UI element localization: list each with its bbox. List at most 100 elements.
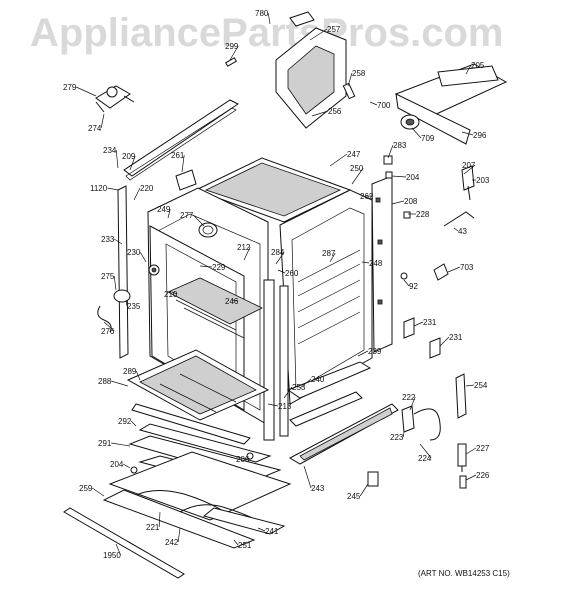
leader-line <box>329 153 348 167</box>
leader-line <box>229 45 239 61</box>
callout-label: 1950 <box>103 551 121 560</box>
leader-line <box>411 127 422 139</box>
leader-line <box>158 511 161 528</box>
leader-line <box>329 252 336 263</box>
leader-line <box>275 251 285 265</box>
callout-label: 254 <box>474 381 488 390</box>
callout-label: 291 <box>98 439 112 448</box>
leader-line <box>181 154 185 173</box>
leader-line <box>277 269 286 274</box>
callout-label: 240 <box>311 375 325 384</box>
callout-label: 212 <box>237 243 251 252</box>
callout-label: 709 <box>421 134 435 143</box>
rear-bracket-assembly <box>394 63 508 145</box>
callout-label: 227 <box>476 444 490 453</box>
leader-line <box>465 447 477 455</box>
callout-label: 259 <box>79 484 93 493</box>
leader-line <box>347 72 353 87</box>
callout-label: 260 <box>285 269 299 278</box>
callout-label: 204 <box>110 460 124 469</box>
leader-line <box>413 321 424 327</box>
callout-label: 242 <box>165 538 179 547</box>
callout-label: 261 <box>171 151 185 160</box>
leader-line <box>123 463 131 469</box>
leader-line <box>243 246 251 261</box>
leader-line <box>133 187 141 201</box>
callout-label: 210 <box>164 290 178 299</box>
callout-label: 204 <box>406 173 420 182</box>
leader-line <box>167 208 171 219</box>
leader-line <box>465 474 477 481</box>
leader-line <box>465 64 472 75</box>
callout-label: 277 <box>180 211 194 220</box>
callout-label: 275 <box>101 272 115 281</box>
leader-line <box>125 299 128 307</box>
callout-label: 283 <box>393 141 407 150</box>
right-small-parts <box>130 82 475 489</box>
leader-line <box>369 101 378 106</box>
callout-label: 241 <box>265 527 279 536</box>
leader-line <box>361 261 370 264</box>
leader-line <box>351 167 364 185</box>
leader-line <box>409 396 416 411</box>
callout-label: 243 <box>311 484 325 493</box>
callout-label: 1120 <box>90 184 108 193</box>
leader-line <box>309 28 328 41</box>
callout-label: 250 <box>350 164 364 173</box>
leader-line <box>257 527 266 532</box>
callout-label: 207 <box>462 161 476 170</box>
leader-line <box>391 175 407 178</box>
leader-line <box>463 164 476 175</box>
callout-label: 43 <box>458 227 467 236</box>
callout-label: 239 <box>368 347 382 356</box>
leader-line <box>113 275 117 291</box>
callout-label: 221 <box>146 523 160 532</box>
callout-label: 92 <box>409 282 418 291</box>
leader-line <box>453 227 459 232</box>
leader-line <box>100 113 105 129</box>
callout-label: 206 <box>236 455 250 464</box>
callout-label: 231 <box>449 333 463 342</box>
callout-label: 703 <box>460 263 474 272</box>
leader-line <box>231 299 239 302</box>
callout-label: 209 <box>122 152 136 161</box>
callout-label: 228 <box>416 210 430 219</box>
leader-line <box>402 431 405 438</box>
leader-line <box>233 539 239 546</box>
callout-label: 251 <box>238 541 252 550</box>
callout-label: 224 <box>418 454 432 463</box>
callout-label: 246 <box>225 297 239 306</box>
leader-line <box>135 370 141 381</box>
leader-line <box>299 378 312 389</box>
right-side-panel-assembly <box>286 175 399 465</box>
callout-label: 292 <box>118 417 132 426</box>
leader-line <box>199 265 213 268</box>
leader-line <box>387 144 394 159</box>
callout-label: 233 <box>101 235 115 244</box>
leader-line <box>111 380 129 387</box>
leader-line <box>114 238 123 245</box>
leader-line <box>267 12 271 25</box>
callout-label: 258 <box>352 69 366 78</box>
range-cabinet-frame <box>147 157 373 441</box>
leader-line <box>139 251 147 263</box>
callout-label: 296 <box>473 131 487 140</box>
callout-label: 205 <box>471 61 485 70</box>
leader-line <box>461 131 474 136</box>
callout-label: 256 <box>328 107 342 116</box>
leader-line <box>177 527 181 543</box>
leader-line <box>171 291 178 295</box>
callout-label: 299 <box>225 42 239 51</box>
callout-label: 247 <box>347 150 361 159</box>
leader-line <box>115 543 121 556</box>
broiler-drawer-assembly <box>63 349 292 579</box>
callout-label: 248 <box>369 259 383 268</box>
callout-label: 230 <box>127 248 141 257</box>
left-side-components <box>95 85 239 359</box>
callout-label: 208 <box>404 197 418 206</box>
leader-line <box>447 266 461 273</box>
callout-leader-lines <box>76 12 477 556</box>
leader-line <box>76 86 97 97</box>
